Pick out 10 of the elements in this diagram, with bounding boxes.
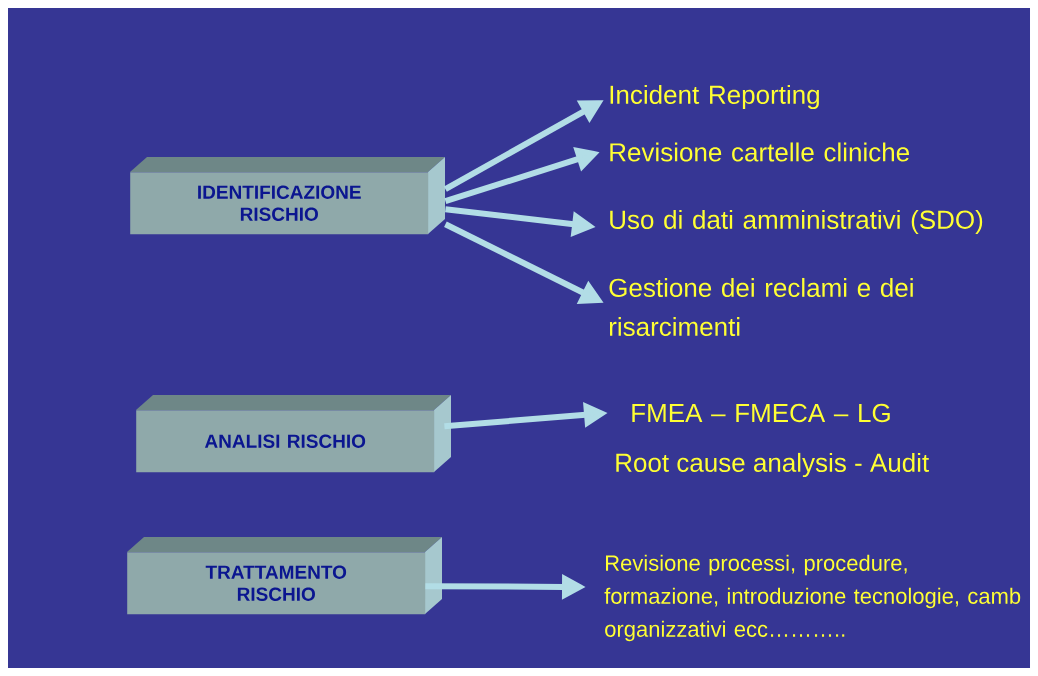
item-text: Revisione cartelle cliniche (610, 142, 909, 162)
box-3d: TRATTAMENTO RISCHIO (127, 537, 442, 615)
box-3d: ANALISI RISCHIO (136, 395, 451, 473)
item-text: Incident Reporting (610, 84, 819, 110)
note-text: Root cause analysis - Audit (616, 452, 929, 478)
box-3d: IDENTIFICAZIONE RISCHIO (130, 157, 445, 235)
item-text: Gestione dei reclami e dei risarcimenti (609, 277, 913, 337)
item-text: FMEA – FMECA – LG (632, 403, 890, 423)
item-text: Uso di dati amministrativi (SDO) (610, 209, 983, 235)
item-text: Revisione processi, procedure, formazione, introduzione tecnologie, camb organizzativi ecc……….. (604, 554, 1021, 642)
